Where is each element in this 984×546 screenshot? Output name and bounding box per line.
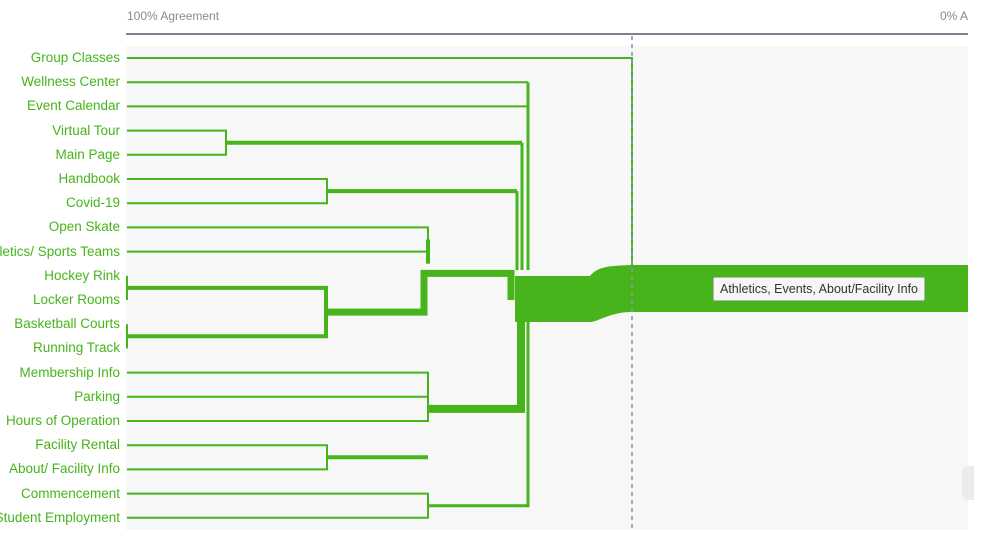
cluster-label: Athletics, Events, About/Facility Info [713,277,926,301]
leaf-label[interactable]: Virtual Tour [52,122,120,138]
scroll-handle[interactable] [962,466,974,500]
leaf-label[interactable]: Wellness Center [21,74,120,90]
leaf-label[interactable]: Parking [74,388,120,404]
dendrogram-branch [428,312,530,508]
axis-line [126,33,968,35]
leaf-label[interactable]: About/ Facility Info [8,461,120,477]
dendrogram-branch [127,371,429,422]
leaf-label[interactable]: Handbook [58,171,120,186]
leaf-label[interactable]: Facility Rental [35,437,120,453]
dendrogram-branch [127,226,429,253]
dendrogram-branch [428,312,525,413]
leaf-label[interactable]: Athletics/ Sports Teams [0,243,120,259]
dendrogram-branch [326,269,515,316]
axis-label-right: 0% A [940,9,969,23]
leaf-label[interactable]: Main Page [55,146,120,162]
leaf-label[interactable]: Hockey Rink [44,267,120,283]
axis-label-left: 100% Agreement [127,9,220,23]
leaf-label[interactable]: Covid-19 [65,195,120,211]
dendrogram-branch [127,81,528,108]
dendrogram-branch [127,178,328,205]
dendrogram-branch [515,82,530,270]
dendrogram-branch [127,129,227,156]
leaf-label[interactable]: Running Track [32,340,120,356]
leaf-label[interactable]: Commencement [20,485,120,501]
dendrogram-branch [127,444,328,471]
leaf-label[interactable]: Open Skate [48,219,120,235]
leaf-label[interactable]: Student Employment [0,509,120,525]
leaf-label[interactable]: Group Classes [30,50,120,65]
leaf-label[interactable]: Locker Rooms [32,292,120,307]
dendrogram-branch [127,57,633,265]
dendrogram-branch [226,140,522,194]
agreement-axis: 100% Agreement 0% A [0,0,984,40]
dendrogram-branch [127,285,328,339]
leaf-label[interactable]: Event Calendar [26,98,120,114]
leaf-label[interactable]: Membership Info [19,364,120,380]
leaf-label[interactable]: Basketball Courts [14,316,120,332]
dendrogram-branch [127,492,429,519]
leaf-label[interactable]: Hours of Operation [5,413,120,428]
